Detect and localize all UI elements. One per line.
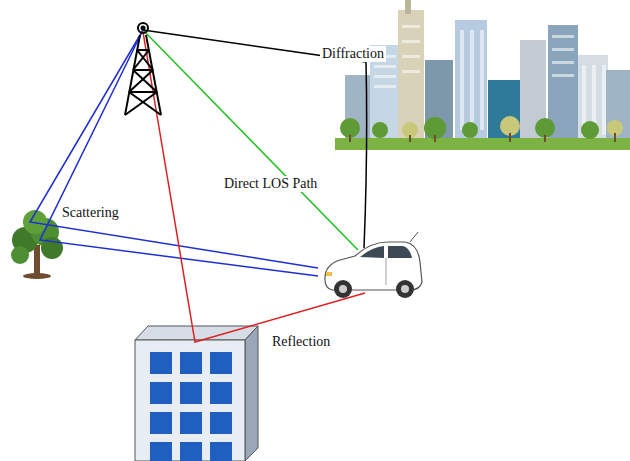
- car: [325, 232, 422, 298]
- reflecting-building: [135, 326, 258, 461]
- city-skyline: [335, 0, 630, 150]
- propagation-paths: [30, 30, 367, 342]
- path-label: Reflection: [270, 334, 332, 350]
- base-station-tower: [125, 23, 161, 115]
- path-label: Direct LOS Path: [222, 176, 319, 192]
- path-label: Diffraction: [320, 46, 386, 62]
- scattering-tree: [11, 210, 63, 279]
- path-label: Scattering: [60, 205, 121, 221]
